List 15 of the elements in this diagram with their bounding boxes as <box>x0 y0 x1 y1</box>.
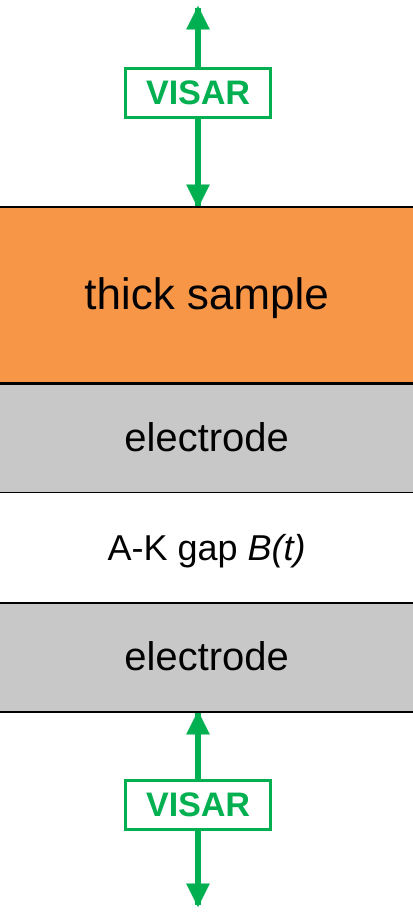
layer-label: VISAR <box>146 786 250 824</box>
electrode-layer <box>0 602 413 713</box>
layer-label: A-K gap B(t) <box>107 527 306 569</box>
arrow <box>186 119 210 208</box>
arrow <box>186 6 210 67</box>
electrode-layer <box>0 383 413 494</box>
layer-label: thick sample <box>84 270 329 320</box>
layer-label: VISAR <box>146 74 250 112</box>
sample-layer <box>0 206 413 384</box>
layer-label: electrode <box>124 635 289 680</box>
arrow <box>186 831 210 908</box>
arrow <box>186 710 210 779</box>
instrument-box <box>124 779 272 831</box>
layer-label: electrode <box>124 416 289 461</box>
instrument-box <box>124 67 272 119</box>
